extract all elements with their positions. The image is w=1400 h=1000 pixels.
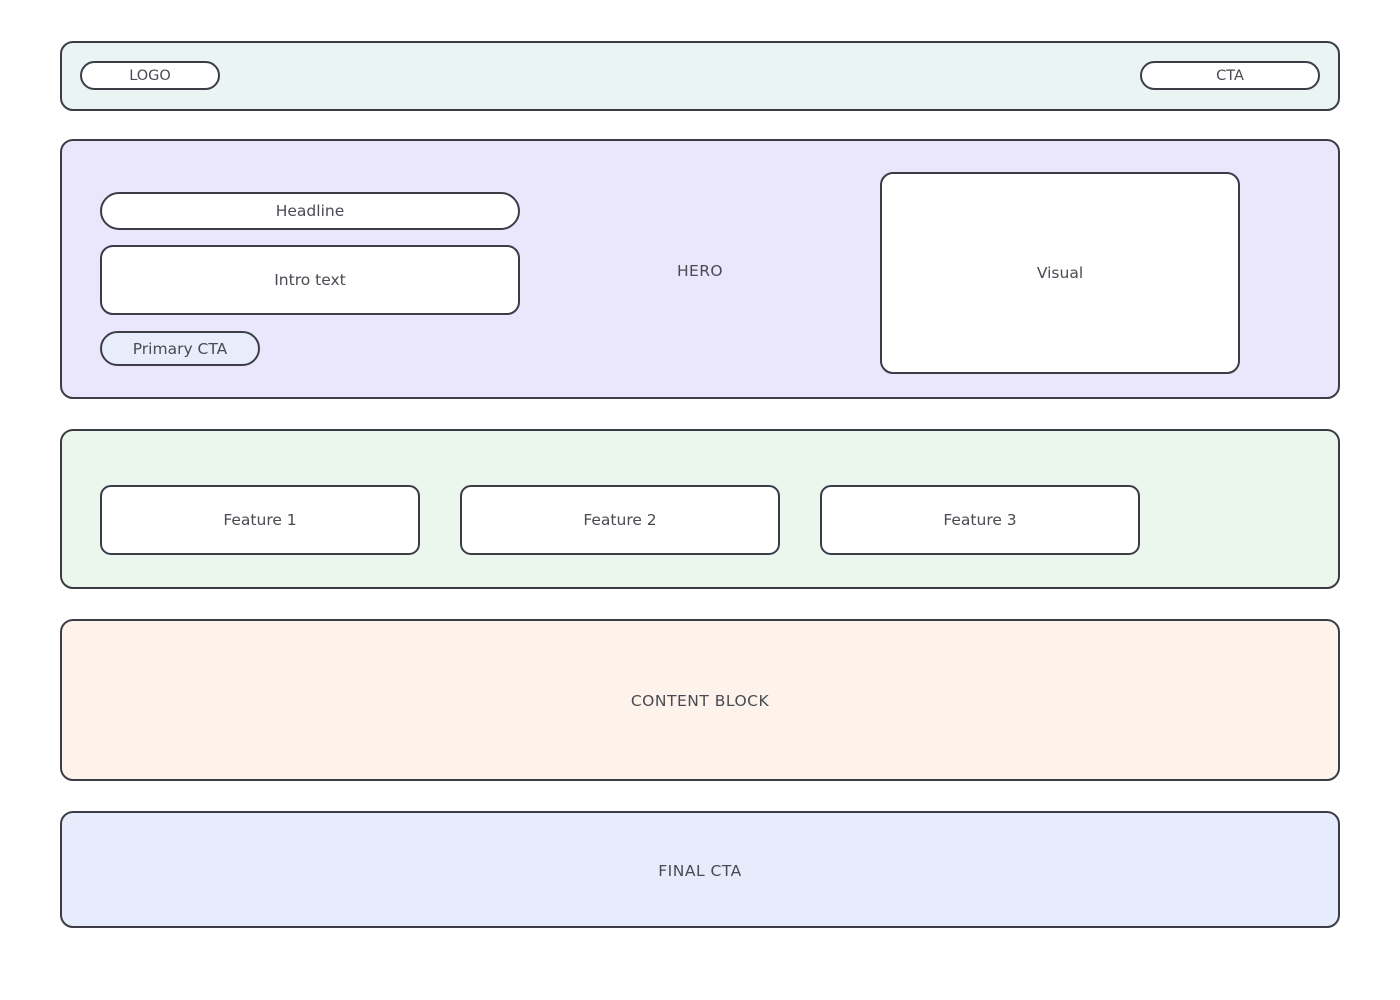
logo-label: LOGO [129, 67, 171, 84]
hero-intro-placeholder: Intro text [100, 245, 520, 315]
final-cta-label: FINAL CTA [658, 862, 742, 880]
hero-intro-label: Intro text [274, 271, 346, 289]
feature-card[interactable]: Feature 3 [820, 485, 1140, 555]
hero-visual-label: Visual [1036, 264, 1084, 282]
header-cta-button[interactable]: CTA [1140, 61, 1320, 90]
hero-headline-placeholder: Headline [100, 192, 520, 230]
feature-card[interactable]: Feature 1 [100, 485, 420, 555]
content-block-section [60, 619, 1340, 781]
feature-card-label: Feature 2 [583, 511, 657, 529]
logo-placeholder[interactable]: LOGO [80, 61, 220, 90]
hero-primary-cta-label: Primary CTA [132, 339, 228, 358]
feature-card-label: Feature 1 [223, 511, 297, 529]
feature-card-label: Feature 3 [943, 511, 1017, 529]
final-cta-section [60, 811, 1340, 928]
hero-headline-label: Headline [275, 202, 345, 220]
header-section [60, 41, 1340, 111]
feature-card[interactable]: Feature 2 [460, 485, 780, 555]
hero-visual-placeholder: Visual [880, 172, 1240, 374]
content-block-label: CONTENT BLOCK [630, 692, 770, 710]
hero-primary-cta-button[interactable]: Primary CTA [100, 331, 260, 366]
hero-section-label: HERO [676, 262, 724, 280]
header-cta-label: CTA [1216, 67, 1244, 84]
